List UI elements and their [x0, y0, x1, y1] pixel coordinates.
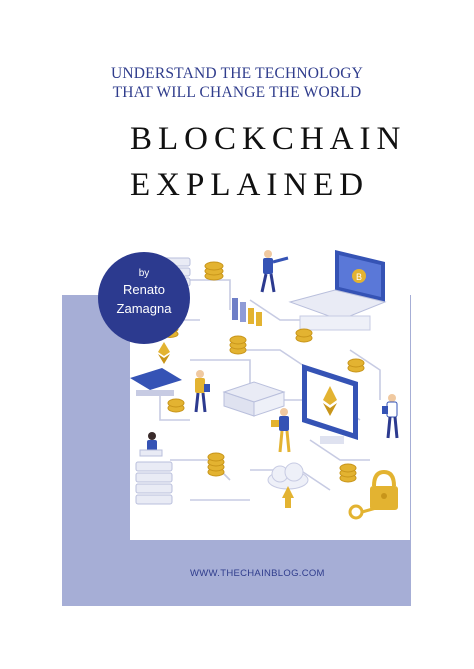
svg-text:B: B	[356, 272, 362, 282]
block-icon	[222, 381, 286, 417]
credit-card-icon	[130, 368, 182, 396]
author-badge: by Renato Zamagna	[98, 252, 190, 344]
cover-subtitle: UNDERSTAND THE TECHNOLOGY THAT WILL CHAN…	[0, 64, 474, 102]
coin-stack-icon	[167, 398, 185, 413]
coin-stack-icon	[347, 358, 365, 373]
coin-stack-icon	[295, 328, 313, 343]
server-stack-icon	[135, 461, 173, 505]
person-icon	[271, 408, 291, 453]
monitor-ethereum-icon	[302, 364, 358, 444]
cloud-upload-icon	[267, 462, 309, 508]
subtitle-line-1: UNDERSTAND THE TECHNOLOGY	[110, 65, 364, 82]
person-icon	[194, 370, 210, 413]
bar-chart-icon	[232, 298, 262, 326]
person-icon	[139, 432, 163, 457]
coin-stack-icon	[339, 463, 357, 483]
author-first-name: Renato	[123, 282, 165, 297]
author-prefix: by	[138, 268, 150, 279]
website-link[interactable]: WWW.THECHAINBLOG.COM	[190, 568, 325, 579]
person-icon	[260, 250, 289, 293]
laptop-bitcoin-icon: B	[288, 250, 387, 331]
person-icon	[382, 394, 399, 439]
coin-stack-icon	[204, 261, 224, 281]
title-line-1: BLOCKCHAIN	[130, 121, 407, 157]
padlock-key-icon	[348, 469, 398, 520]
subtitle-line-2: THAT WILL CHANGE THE WORLD	[112, 84, 362, 101]
coin-stack-icon	[229, 335, 247, 355]
coin-stack-icon	[207, 452, 225, 477]
title-line-2: EXPLAINED	[130, 167, 370, 203]
cover-title: BLOCKCHAIN EXPLAINED	[130, 116, 406, 208]
author-last-name: Zamagna	[116, 301, 172, 316]
ethereum-icon	[158, 342, 170, 364]
